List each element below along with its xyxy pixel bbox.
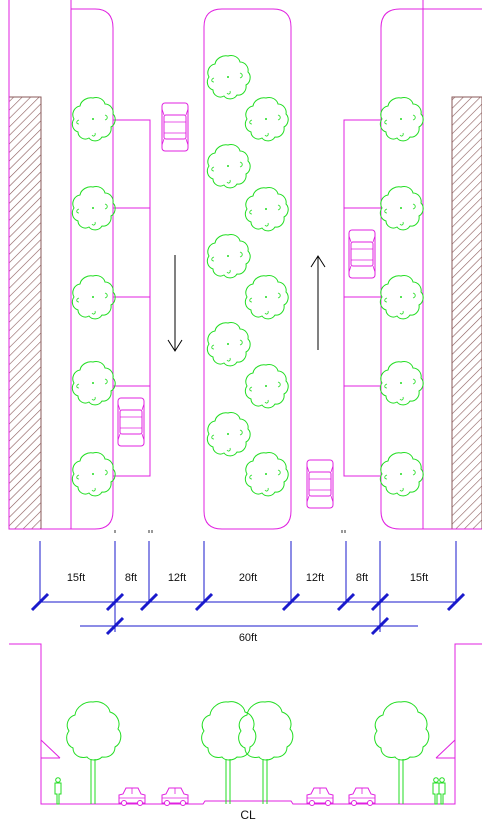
car-top-3 — [348, 229, 376, 279]
parking-bays-right — [343, 119, 381, 477]
dim-label-median: 20ft — [239, 572, 257, 584]
car-top-2 — [117, 397, 145, 447]
section-trees — [66, 701, 430, 805]
dim-label-lane-left: 12ft — [168, 572, 186, 584]
dim-label-sidewalk-right: 15ft — [410, 572, 428, 584]
arrow-northbound — [310, 255, 326, 350]
section-cars — [118, 787, 376, 806]
arrow-southbound — [167, 255, 183, 352]
dimension-lines: 15ft 8ft 12ft 20ft 12ft 8ft 15ft 60ft — [30, 530, 466, 644]
median-outline — [203, 8, 292, 530]
dim-label-parking-right: 8ft — [356, 572, 368, 584]
median-trees — [206, 54, 289, 497]
section-pedestrians — [54, 777, 446, 805]
section-outline — [9, 643, 482, 805]
sidewalk-trees-right — [379, 96, 424, 497]
dim-label-parking-left: 8ft — [125, 572, 137, 584]
car-top-4 — [306, 459, 334, 509]
right-block-outline — [380, 8, 482, 530]
dim-label-lane-right: 12ft — [306, 572, 324, 584]
car-top-1 — [161, 102, 189, 152]
building-right-hatched — [451, 96, 482, 530]
plan-view — [8, 0, 482, 530]
sidewalk-trees-left — [71, 96, 116, 497]
dim-label-sidewalk-left: 15ft — [67, 572, 85, 584]
centerline-label: CL — [240, 808, 256, 822]
parking-bays-left — [113, 119, 151, 477]
dim-label-total: 60ft — [239, 632, 257, 644]
section-view: CL — [9, 643, 482, 822]
building-left-hatched — [8, 96, 42, 530]
left-block-outline — [8, 0, 114, 530]
